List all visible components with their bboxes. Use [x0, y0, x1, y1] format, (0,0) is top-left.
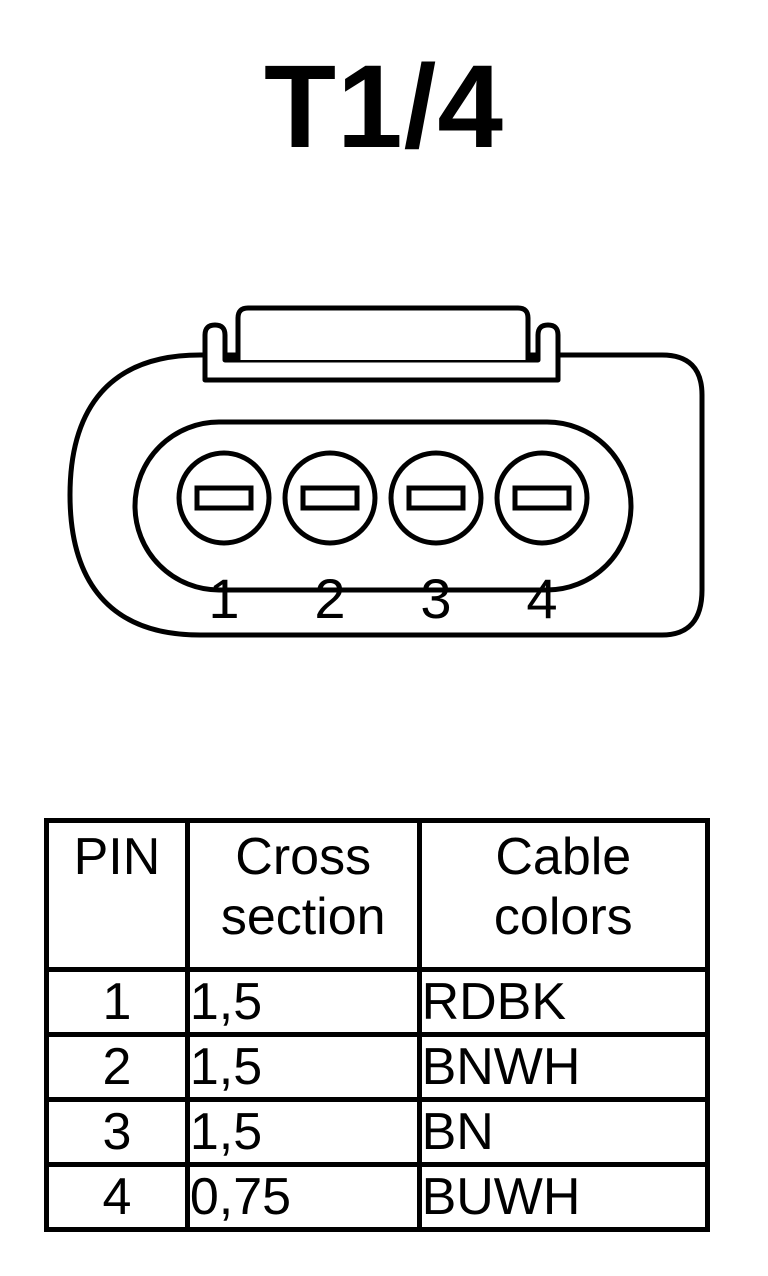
cell-pin: 1 [44, 967, 190, 1037]
cell-pin: 4 [44, 1162, 190, 1232]
pin-socket-4 [494, 450, 590, 546]
cell-cable-color: BUWH [416, 1162, 711, 1232]
cell-pin: 3 [44, 1097, 190, 1167]
header-cable-colors: Cable colors [416, 818, 711, 972]
table-row: 3 1,5 BN [44, 1097, 711, 1167]
pin-socket-3 [388, 450, 484, 546]
pin-number-label: 1 [208, 567, 239, 630]
connector-latch [202, 322, 561, 383]
cell-cable-color: BNWH [416, 1032, 711, 1102]
connector-diagram: 1 2 3 4 [67, 305, 705, 638]
cell-cross-section: 1,5 [184, 1097, 422, 1167]
header-pin: PIN [44, 818, 190, 972]
cell-cross-section: 1,5 [184, 1032, 422, 1102]
pin-number-label: 3 [420, 567, 451, 630]
table-row: 1 1,5 RDBK [44, 967, 711, 1037]
pin-socket-1 [176, 450, 272, 546]
pin-number-label: 2 [314, 567, 345, 630]
pin-contact-1 [194, 485, 254, 511]
pin-contact-2 [300, 485, 360, 511]
pin-housing [132, 419, 634, 593]
connector-latch-tab [235, 305, 531, 360]
table-row: 2 1,5 BNWH [44, 1032, 711, 1102]
connector-title: T1/4 [263, 41, 505, 173]
pin-assignment-table: PIN Cross section Cable colors 1 1,5 RDB… [44, 818, 711, 1232]
connector-housing [67, 352, 705, 638]
pin-socket-2 [282, 450, 378, 546]
table-header-row: PIN Cross section Cable colors [44, 818, 711, 972]
pin-number-label: 4 [526, 567, 557, 630]
header-cross-section: Cross section [184, 818, 422, 972]
pin-contact-3 [406, 485, 466, 511]
cell-pin: 2 [44, 1032, 190, 1102]
cell-cross-section: 1,5 [184, 967, 422, 1037]
pin-contact-4 [512, 485, 572, 511]
table-row: 4 0,75 BUWH [44, 1162, 711, 1232]
cell-cable-color: RDBK [416, 967, 711, 1037]
cell-cable-color: BN [416, 1097, 711, 1167]
cell-cross-section: 0,75 [184, 1162, 422, 1232]
